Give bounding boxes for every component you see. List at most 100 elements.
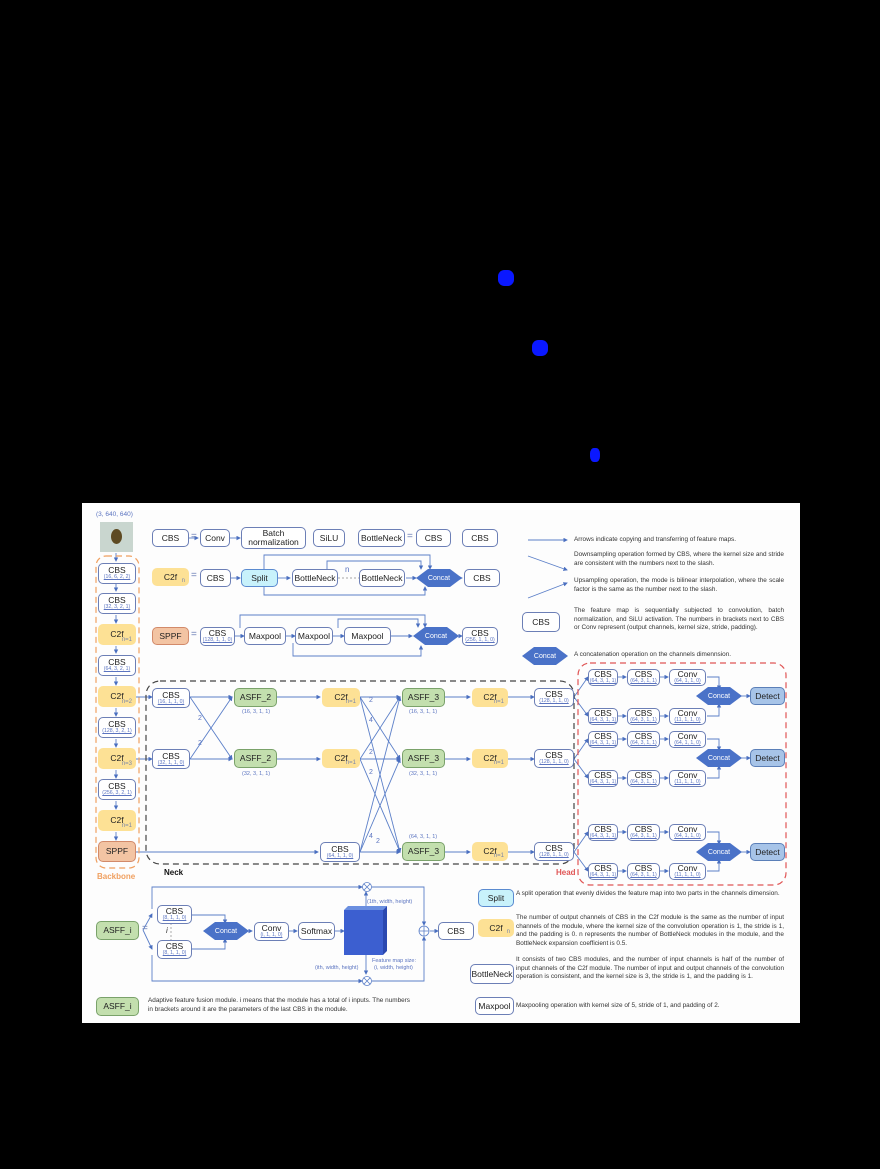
def-batchnorm[interactable]: Batch normalization (241, 527, 306, 549)
head-group (577, 662, 787, 886)
head-g2-r1-cbs2[interactable]: CBS(64, 3, 1, 1) (627, 731, 660, 748)
head-g1-r1-cbs2[interactable]: CBS(64, 3, 1, 1) (627, 669, 660, 686)
head-g1-r1-conv[interactable]: Conv(64, 1, 1, 0) (669, 669, 706, 686)
head-g2-r2-cbs1[interactable]: CBS(64, 3, 1, 1) (588, 770, 618, 787)
def-asff[interactable]: ASFF_i (96, 921, 139, 940)
c2f-split[interactable]: Split (241, 569, 278, 587)
asff-cbs-out[interactable]: CBS (438, 922, 474, 940)
legend-bottleneck: BottleNeck (470, 964, 514, 984)
feature-map-cube (344, 906, 387, 955)
sppf-maxpool-3[interactable]: Maxpool (344, 627, 391, 645)
block-label: CBS (545, 843, 563, 854)
block-label: C2f (163, 571, 178, 582)
def-sppf[interactable]: SPPF (152, 627, 189, 645)
def-silu[interactable]: SiLU (313, 529, 345, 547)
head-g3-r1-cbs2[interactable]: CBS(64, 3, 1, 1) (627, 824, 660, 841)
legend-c2f-text: The number of output channels of CBS in … (516, 914, 784, 947)
head-g1-r1-cbs1[interactable]: CBS(64, 3, 1, 1) (588, 669, 618, 686)
sppf-cbs-in[interactable]: CBS(128, 1, 1, 0) (200, 627, 235, 646)
head-g3-r2-conv[interactable]: Conv(11, 1, 1, 0) (669, 863, 706, 880)
backbone-cbs-3[interactable]: CBS(64, 3, 2, 1) (98, 655, 136, 676)
c2f-cbs-in[interactable]: CBS (200, 569, 231, 587)
c2f-cbs-out[interactable]: CBS (464, 569, 500, 587)
input-shape-label: (3, 640, 640) (96, 511, 133, 518)
backbone-sppf[interactable]: SPPF (98, 841, 136, 862)
asff2-2-params: (32, 3, 1, 1) (242, 771, 271, 777)
backbone-cbs-5[interactable]: CBS(256, 3, 2, 1) (98, 779, 136, 800)
neck-cbs-out-2[interactable]: CBS(128, 1, 1, 0) (534, 749, 574, 768)
c2f-bottleneck-n[interactable]: BottleNeck (359, 569, 405, 587)
backbone-cbs-2[interactable]: CBS(32, 3, 2, 1) (98, 593, 136, 614)
block-n: n=1 (493, 852, 504, 859)
neck-cbs-out-3[interactable]: CBS(128, 1, 1, 0) (534, 842, 574, 861)
head-g1-r2-cbs2[interactable]: CBS(64, 3, 1, 1) (627, 708, 660, 725)
head-g3-r1-cbs1[interactable]: CBS(64, 3, 1, 1) (588, 824, 618, 841)
head-g2-r1-cbs1[interactable]: CBS(64, 3, 1, 1) (588, 731, 618, 748)
backbone-cbs-4[interactable]: CBS(128, 3, 2, 1) (98, 717, 136, 738)
block-label: SPPF (159, 630, 182, 641)
bottleneck-cbs-1[interactable]: CBS (416, 529, 451, 547)
head-g3-detect[interactable]: Detect (750, 843, 785, 861)
head-g2-r2-conv[interactable]: Conv(11, 1, 1, 0) (669, 770, 706, 787)
scale-label: 2 (369, 697, 373, 704)
neck-asff2-2[interactable]: ASFF_2 (234, 749, 277, 768)
neck-asff3-3[interactable]: ASFF_3 (402, 842, 445, 861)
block-n: n=1 (345, 698, 356, 705)
sppf-cbs-out[interactable]: CBS(256, 1, 1, 0) (462, 627, 498, 646)
def-cbs[interactable]: CBS (152, 529, 189, 547)
neck-cbs-64[interactable]: CBS(64, 1, 1, 0) (320, 842, 360, 862)
head-g1-detect[interactable]: Detect (750, 687, 785, 705)
legend-concat-text: A concatenation operation on the channel… (574, 651, 732, 658)
equals-sign: = (191, 570, 197, 581)
legend-arrow-text: Arrows indicate copying and transferring… (574, 536, 736, 543)
connector-lines (95, 535, 787, 986)
sppf-maxpool-1[interactable]: Maxpool (244, 627, 286, 645)
asff-cbs-top[interactable]: CBS(8, 1, 1, 0) (157, 905, 192, 924)
block-label: C2f (110, 815, 124, 826)
head-g2-detect[interactable]: Detect (750, 749, 785, 767)
scale-label: 2 (376, 838, 380, 845)
neck-cbs-32[interactable]: CBS(32, 1, 1, 0) (152, 749, 190, 769)
block-n: n (181, 577, 185, 584)
block-n: n=1 (345, 759, 356, 766)
head-g1-r2-conv[interactable]: Conv(11, 1, 1, 0) (669, 708, 706, 725)
c2f-bottleneck-1[interactable]: BottleNeck (292, 569, 338, 587)
neck-cbs-out-1[interactable]: CBS(128, 1, 1, 0) (534, 688, 574, 707)
sppf-maxpool-2[interactable]: Maxpool (295, 627, 333, 645)
head-g2-r2-cbs2[interactable]: CBS(64, 3, 1, 1) (627, 770, 660, 787)
neck-asff3-1[interactable]: ASFF_3 (402, 688, 445, 707)
equals-sign: = (191, 629, 197, 640)
neck-asff2-1[interactable]: ASFF_2 (234, 688, 277, 707)
block-label: ASFF_i (103, 925, 132, 936)
backbone-cbs-1[interactable]: CBS(16, 6, 2, 2) (98, 563, 136, 584)
head-g2-r1-conv[interactable]: Conv(64, 1, 1, 0) (669, 731, 706, 748)
block-label: CBS (108, 657, 126, 668)
c2f-concat: Concat (416, 569, 462, 587)
head-g3-r2-cbs1[interactable]: CBS(64, 3, 1, 1) (588, 863, 618, 880)
asff-conv[interactable]: Conv(i, 1, 1, 0) (254, 922, 289, 941)
neck-asff3-2[interactable]: ASFF_3 (402, 749, 445, 768)
block-label: SiLU (319, 532, 339, 543)
asff-cbs-bottom[interactable]: CBS(8, 1, 1, 0) (157, 940, 192, 959)
bottleneck-cbs-2[interactable]: CBS (462, 529, 498, 547)
legend-up-text: Upsampling operation, the mode is biline… (574, 577, 784, 593)
asff-softmax[interactable]: Softmax (298, 922, 335, 940)
neck-cbs-16[interactable]: CBS(16, 1, 1, 0) (152, 688, 190, 708)
head-g3-r1-conv[interactable]: Conv(64, 1, 1, 0) (669, 824, 706, 841)
head-g1-r2-cbs1[interactable]: CBS(64, 3, 1, 1) (588, 708, 618, 725)
block-label: CBS (208, 628, 227, 639)
def-bottleneck[interactable]: BottleNeck (358, 529, 405, 547)
head-g3-r2-cbs2[interactable]: CBS(64, 3, 1, 1) (627, 863, 660, 880)
def-conv[interactable]: Conv (200, 529, 230, 547)
